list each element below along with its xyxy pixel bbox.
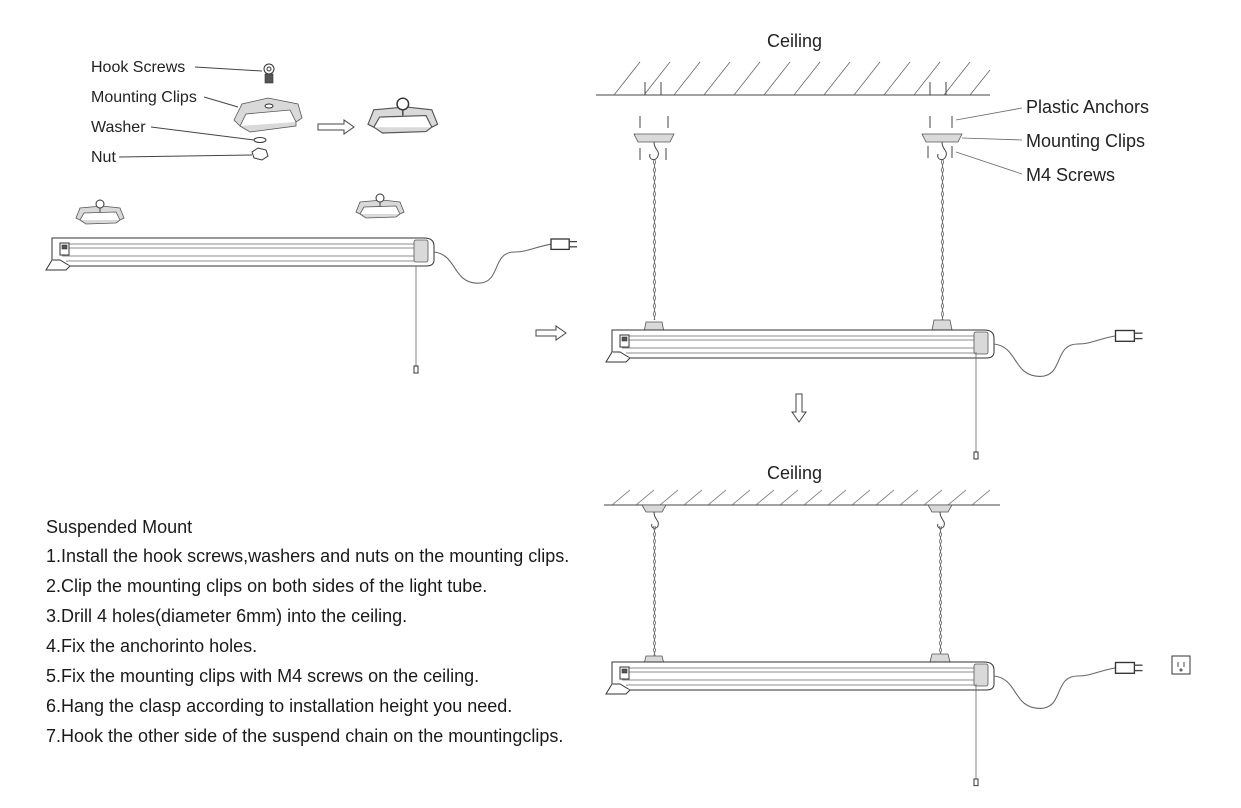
top-ceiling-hatch <box>596 61 991 96</box>
bottom-ceiling-hatch <box>604 489 1000 506</box>
label-mounting-clips-parts: Mounting Clips <box>91 89 197 106</box>
label-ceiling-top: Ceiling <box>767 31 823 51</box>
wall-outlet-icon <box>1171 655 1191 675</box>
bottom-right-hardware <box>605 504 1191 787</box>
washer-part <box>150 126 267 143</box>
right-arrow-icon-2 <box>535 325 567 341</box>
instruction-step-7: 7.Hook the other side of the suspend cha… <box>46 726 564 746</box>
instruction-step-3: 3.Drill 4 holes(diameter 6mm) into the c… <box>46 606 408 626</box>
instruction-step-2: 2.Clip the mounting clips on both sides … <box>46 576 488 596</box>
label-ceiling-bottom: Ceiling <box>767 463 823 483</box>
assembled-clip <box>367 97 439 134</box>
label-mounting-clips-callout: Mounting Clips <box>1026 131 1146 151</box>
label-hook-screws: Hook Screws <box>91 59 186 76</box>
mounting-clip-part <box>203 96 303 133</box>
hook-screw-part <box>194 63 275 84</box>
down-arrow-icon <box>791 393 807 423</box>
instruction-step-6: 6.Hang the clasp according to installati… <box>46 696 513 716</box>
instructions-block: Suspended Mount 1.Install the hook screw… <box>46 518 616 757</box>
label-m4-screws: M4 Screws <box>1026 165 1116 185</box>
nut-part <box>118 147 269 161</box>
top-right-hardware <box>605 107 1144 460</box>
clip-attachment-illustration <box>45 193 578 374</box>
instructions-title: Suspended Mount <box>46 517 193 537</box>
instruction-step-4: 4.Fix the anchorinto holes. <box>46 636 258 656</box>
instruction-step-5: 5.Fix the mounting clips with M4 screws … <box>46 666 480 686</box>
right-arrow-icon <box>317 119 355 135</box>
parts-illustration <box>118 63 439 161</box>
label-nut: Nut <box>91 149 116 166</box>
instruction-step-1: 1.Install the hook screws,washers and nu… <box>46 546 570 566</box>
label-washer: Washer <box>91 119 146 136</box>
label-plastic-anchors: Plastic Anchors <box>1026 97 1150 117</box>
